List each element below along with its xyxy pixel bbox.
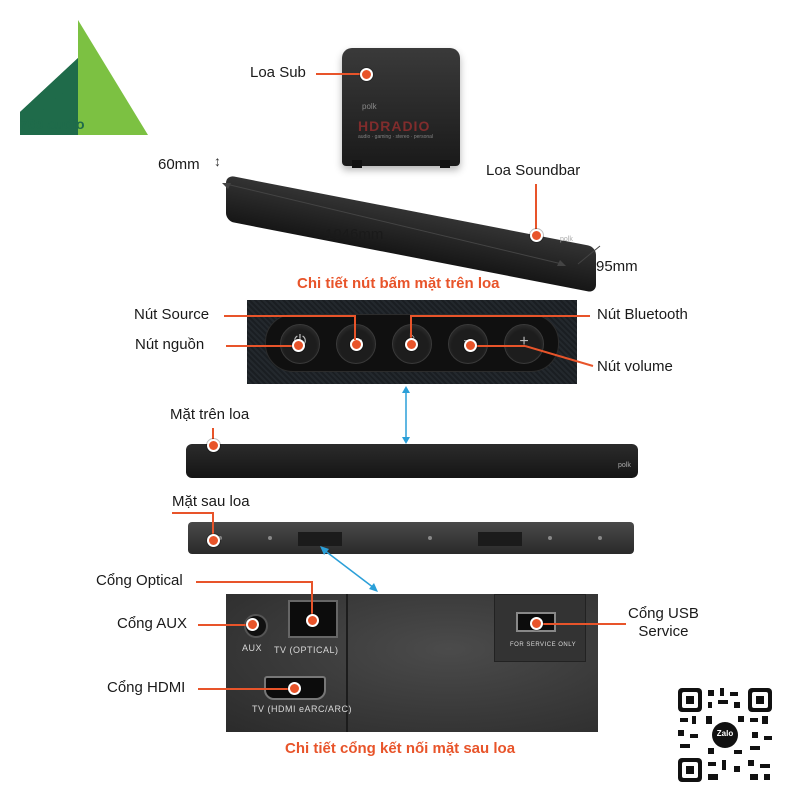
volume-marker [464,339,477,352]
source-label: Nút Source [134,306,210,323]
zoom-arrow-icon [320,546,378,592]
soundbar-label: Loa Soundbar [486,162,581,179]
qr-pattern-icon [676,686,774,784]
sub-marker [360,68,373,81]
source-marker [350,338,363,351]
bluetooth-marker [405,338,418,351]
brand-logo: 769 audio [20,20,148,138]
hdmi-marker [288,682,301,695]
soundbar-marker [530,229,543,242]
bluetooth-label: Nút Bluetooth [597,306,688,323]
depth-dimension: 95mm [596,258,638,275]
power-label: Nút nguồn [135,336,205,353]
top-view-label: Mặt trên loa [170,406,250,423]
sub-label: Loa Sub [250,64,306,81]
qr-code: Zalo [676,686,774,784]
soundbar-brand-mark: polk [560,236,573,243]
aux-label: Cổng AUX [117,615,188,632]
volume-label: Nút volume [597,358,673,375]
logo-text: 769 audio [20,116,85,132]
back-view-label: Mặt sau loa [172,493,250,510]
logo-triangles-icon [20,20,148,135]
usb-label-line1: Cổng USB [628,605,699,622]
sub-brand-mark: polk [362,102,377,111]
optical-label: Cổng Optical [96,572,183,589]
watermark-main: HDRADIO [358,118,431,134]
height-dimension: 60mm [158,156,200,173]
height-arrow-icon: ↕ [214,153,221,169]
rear-ports-title: Chi tiết cổng kết nối mặt sau loa [285,740,516,757]
top-view-brand-mark: polk [618,462,631,469]
hdmi-label: Cổng HDMI [107,679,186,696]
top-view-image: polk [186,444,638,478]
connector-arrow-icon [402,386,410,444]
watermark-sub: audio · gaming · stereo · personal [358,134,434,140]
length-dimension: 1046mm [325,226,384,243]
top-view-marker [207,439,220,452]
volume-up-button: + [504,324,544,364]
aux-marker [246,618,259,631]
usb-label: Cổng USB Service [628,605,699,641]
hdmi-print: TV (HDMI eARC/ARC) [252,704,353,714]
length-arrow-icon [222,183,566,266]
power-marker [292,339,305,352]
volume-up-icon: + [519,333,529,350]
usb-marker [530,617,543,630]
top-buttons-title: Chi tiết nút bấm mặt trên loa [297,275,500,292]
back-view-marker [207,534,220,547]
watermark: HDRADIO audio · gaming · stereo · person… [358,118,433,140]
depth-arrow-icon [577,245,601,265]
usb-label-line2: Service [638,623,689,640]
optical-print: TV (OPTICAL) [274,645,339,655]
back-view-image [188,522,634,554]
optical-marker [306,614,319,627]
qr-center-text: Zalo [716,729,734,738]
usb-print: FOR SERVICE ONLY [510,642,577,648]
aux-print: AUX [242,643,263,653]
subwoofer-image: polk [342,48,460,168]
